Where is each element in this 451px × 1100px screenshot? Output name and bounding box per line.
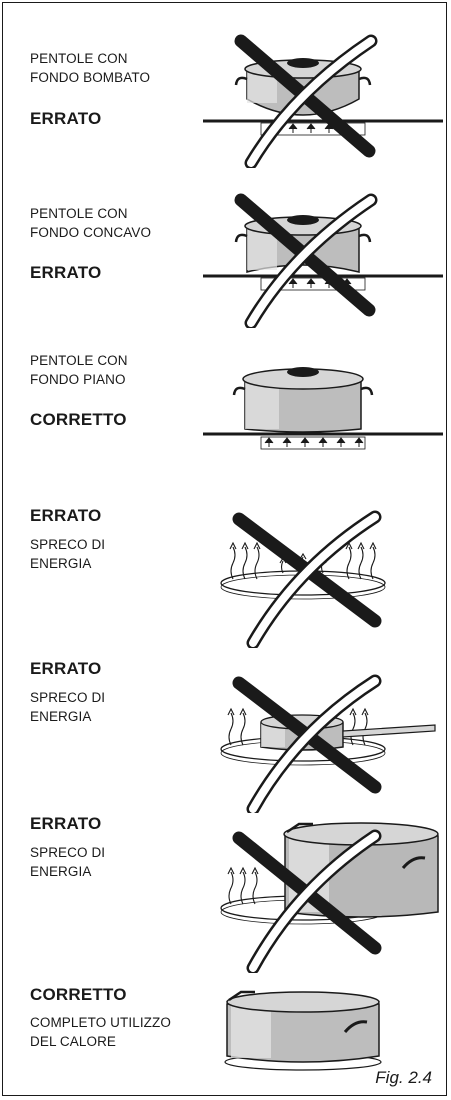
verdict-correct: CORRETTO <box>30 410 127 429</box>
figure-caption: Fig. 2.4 <box>375 1068 432 1087</box>
heat-arrows-icon <box>229 541 377 580</box>
heat-arrows-icon <box>227 866 259 905</box>
cross-out-icon <box>232 674 382 813</box>
cross-out-icon <box>232 829 382 973</box>
pot-concave-illustration <box>203 193 443 328</box>
cooking-pot-icon <box>226 990 380 1063</box>
small-pot-illustration <box>220 674 436 813</box>
cross-out-icon <box>232 510 382 648</box>
matching-pot-illustration <box>224 990 382 1071</box>
empty-burner-illustration <box>220 510 386 648</box>
verdict-wrong: ERRATO <box>30 506 102 525</box>
cooking-pot-icon <box>232 367 374 433</box>
verdict-wrong: ERRATO <box>30 263 102 282</box>
pot-flat-illustration <box>203 367 443 450</box>
pot-convex-illustration <box>203 34 443 168</box>
heat-arrows-icon <box>260 436 366 450</box>
verdict-wrong: ERRATO <box>30 109 102 128</box>
cross-out-icon <box>234 193 378 328</box>
heat-arrows-icon <box>227 707 369 746</box>
verdict-wrong: ERRATO <box>30 659 102 678</box>
verdict-wrong: ERRATO <box>30 814 102 833</box>
cross-out-icon <box>234 34 378 168</box>
cooking-pot-icon <box>283 822 439 918</box>
offset-pot-illustration <box>220 822 439 973</box>
verdict-correct: CORRETTO <box>30 985 127 1004</box>
